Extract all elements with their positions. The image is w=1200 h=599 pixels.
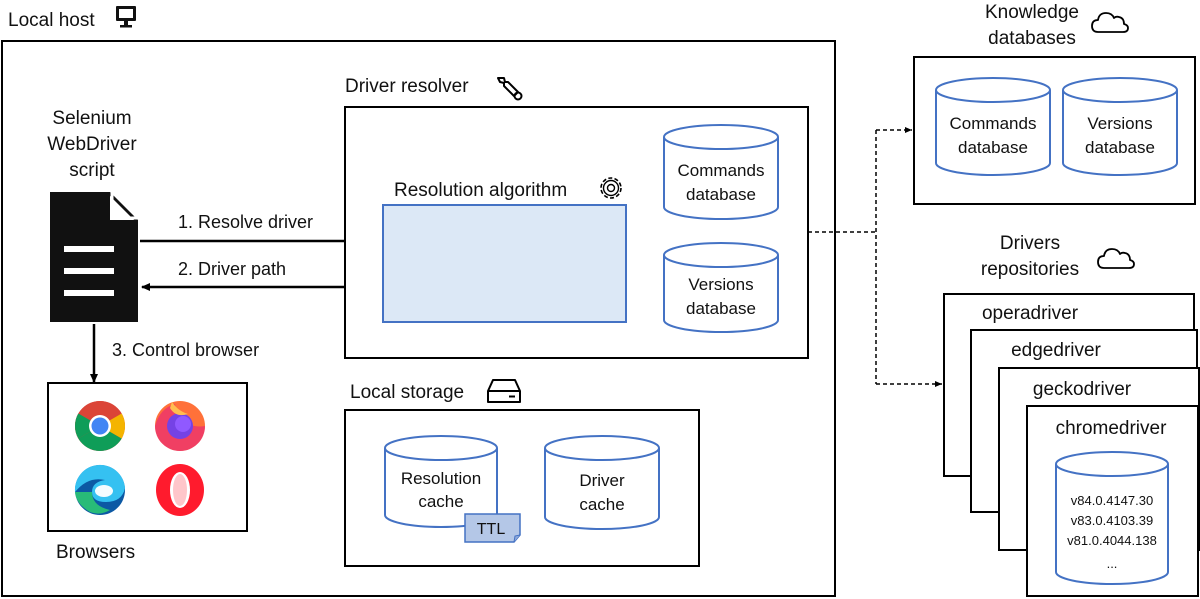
local-host-group: Local host bbox=[1, 6, 836, 597]
commands-db-line1: Commands bbox=[678, 161, 765, 180]
local-storage-title: Local storage bbox=[350, 382, 464, 403]
driver-path-arrow-label: 2. Driver path bbox=[178, 259, 286, 279]
browsers-frame bbox=[47, 382, 248, 532]
firefox-icon bbox=[155, 401, 205, 451]
repo-card-label: geckodriver bbox=[1033, 379, 1132, 400]
resolve-arrow-label: 1. Resolve driver bbox=[178, 212, 313, 232]
driver-cache-line2: cache bbox=[579, 495, 624, 514]
cloud-connectors bbox=[808, 127, 942, 387]
resolve-arrow: 1. Resolve driver bbox=[140, 212, 383, 245]
browsers-group: Browsers bbox=[47, 382, 248, 563]
knowledge-versions-line1: Versions bbox=[1087, 114, 1152, 133]
knowledge-commands-line2: database bbox=[958, 138, 1028, 157]
document-icon bbox=[50, 192, 138, 322]
knowledge-versions-database: Versions database bbox=[1062, 77, 1178, 176]
browsers-title: Browsers bbox=[56, 542, 135, 563]
ttl-badge: TTL bbox=[464, 513, 521, 543]
repo-card-label: operadriver bbox=[982, 303, 1079, 324]
local-host-title: Local host bbox=[8, 10, 95, 31]
monitor-icon bbox=[116, 6, 136, 28]
repositories-title-line2: repositories bbox=[981, 259, 1079, 280]
ttl-badge-label: TTL bbox=[477, 521, 506, 538]
knowledge-title-line2: databases bbox=[988, 28, 1076, 49]
repo-card-label: edgedriver bbox=[1011, 340, 1101, 361]
edge-icon bbox=[74, 464, 125, 515]
drivers-repositories-group: Drivers repositories operadriver edgedri… bbox=[943, 233, 1200, 597]
selenium-script: Selenium WebDriver script bbox=[47, 108, 138, 322]
versions-db-line2: database bbox=[686, 299, 756, 318]
chromedriver-versions-database: v84.0.4147.30 v83.0.4103.39 v81.0.4044.1… bbox=[1055, 451, 1169, 585]
repo-card-label: chromedriver bbox=[1056, 418, 1168, 439]
resolution-cache-line1: Resolution bbox=[401, 469, 481, 488]
commands-database: Commands database bbox=[663, 124, 779, 220]
driver-resolver-title: Driver resolver bbox=[345, 76, 469, 97]
script-label-line2: WebDriver bbox=[47, 134, 137, 155]
script-label-line1: Selenium bbox=[52, 108, 131, 129]
local-storage-group: Local storage Resolution cache TTL Drive… bbox=[344, 379, 700, 567]
repo-card-chromedriver: chromedriver v84.0.4147.30 v83.0.4103.39… bbox=[1026, 405, 1199, 597]
driver-cache: Driver cache bbox=[544, 435, 660, 530]
knowledge-commands-line1: Commands bbox=[950, 114, 1037, 133]
script-label-line3: script bbox=[69, 160, 115, 181]
local-host-frame bbox=[1, 40, 836, 597]
resolution-cache: Resolution cache bbox=[384, 435, 498, 528]
gear-icon bbox=[600, 177, 622, 199]
algorithm-label: Resolution algorithm bbox=[394, 180, 567, 201]
driver-resolver-group: Driver resolver Resolution algorithm Com… bbox=[344, 76, 809, 359]
wrench-icon bbox=[497, 77, 523, 101]
commands-db-line2: database bbox=[686, 185, 756, 204]
version-item: v84.0.4147.30 bbox=[1071, 493, 1153, 508]
opera-icon bbox=[156, 464, 204, 516]
cloud-icon bbox=[1097, 248, 1135, 269]
driver-cache-line1: Driver bbox=[579, 471, 625, 490]
knowledge-title-line1: Knowledge bbox=[985, 2, 1079, 23]
versions-db-line1: Versions bbox=[688, 275, 753, 294]
knowledge-versions-line2: database bbox=[1085, 138, 1155, 157]
versions-database: Versions database bbox=[663, 242, 779, 333]
hard-drive-icon bbox=[487, 379, 521, 403]
repositories-title-line1: Drivers bbox=[1000, 233, 1060, 254]
driver-path-arrow: 2. Driver path bbox=[141, 259, 382, 291]
knowledge-commands-database: Commands database bbox=[935, 77, 1051, 176]
version-item-ellipsis: ... bbox=[1107, 556, 1118, 571]
version-item: v81.0.4044.138 bbox=[1067, 533, 1157, 548]
cloud-icon bbox=[1091, 12, 1129, 33]
chrome-icon bbox=[75, 401, 125, 451]
version-item: v83.0.4103.39 bbox=[1071, 513, 1153, 528]
resolution-cache-line2: cache bbox=[418, 492, 463, 511]
control-browser-arrow-label: 3. Control browser bbox=[112, 340, 259, 360]
resolution-algorithm-box bbox=[382, 204, 627, 323]
knowledge-databases-group: Knowledge databases Commands database Ve… bbox=[913, 2, 1196, 205]
control-browser-arrow: 3. Control browser bbox=[90, 324, 259, 383]
